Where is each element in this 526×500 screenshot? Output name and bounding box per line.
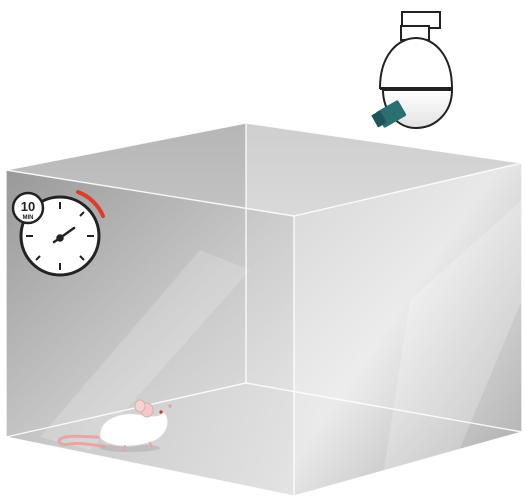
dome-camera-icon — [371, 12, 452, 128]
mouse-eye — [159, 410, 162, 413]
mouse-ear — [135, 400, 145, 412]
timer-minutes-value: 10 — [21, 199, 35, 214]
mouse-nose — [168, 404, 172, 408]
timer-minutes-unit: MIN — [23, 215, 34, 221]
camera-housing — [380, 38, 452, 88]
open-field-box — [6, 123, 522, 496]
